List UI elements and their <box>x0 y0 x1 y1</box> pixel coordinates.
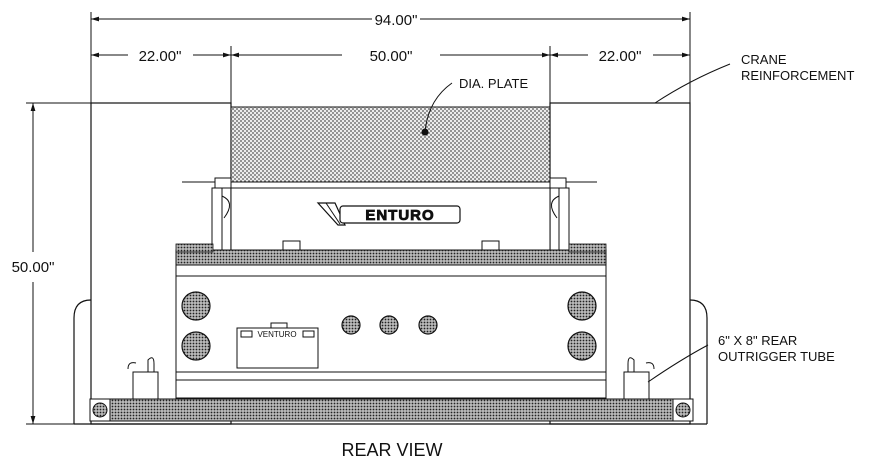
left-section-label: 22.00" <box>139 48 182 65</box>
tailgate-panel <box>182 177 597 253</box>
venturo-logo: ENTURO <box>316 202 461 226</box>
outrigger-callout-line2: OUTRIGGER TUBE <box>718 349 835 364</box>
dia-plate-leader <box>424 82 453 133</box>
crane-callout-line2: REINFORCEMENT <box>741 68 854 83</box>
logo-text: ENTURO <box>365 207 434 224</box>
diamond-plate <box>230 106 551 183</box>
upper-frame-right-ext <box>568 243 607 253</box>
overall-height-label: 50.00" <box>12 259 55 276</box>
outrigger-leader <box>647 344 709 383</box>
view-title: REAR VIEW <box>341 440 442 460</box>
dia-plate-callout: DIA. PLATE <box>459 76 528 91</box>
rear-bumper <box>109 398 674 422</box>
overall-width-label: 94.00" <box>375 12 418 29</box>
upper-frame-rail <box>175 249 607 266</box>
upper-frame-left-ext <box>175 243 214 253</box>
bumper-left-light <box>92 402 108 418</box>
tail-lights <box>181 291 597 361</box>
outrigger-callout-line1: 6" X 8" REAR <box>718 333 797 348</box>
dimension-sections <box>91 46 690 103</box>
right-section-label: 22.00" <box>599 48 642 65</box>
bumper-right-light <box>675 402 691 418</box>
outrigger-tubes <box>127 357 655 401</box>
license-plate <box>236 322 319 369</box>
center-section-label: 50.00" <box>370 48 413 65</box>
center-marker-lights <box>341 315 438 335</box>
dimension-overall-width <box>90 12 691 103</box>
plate-text: VENTURO <box>257 330 296 339</box>
crane-callout-line1: CRANE <box>741 52 787 67</box>
crane-leader <box>654 63 731 104</box>
